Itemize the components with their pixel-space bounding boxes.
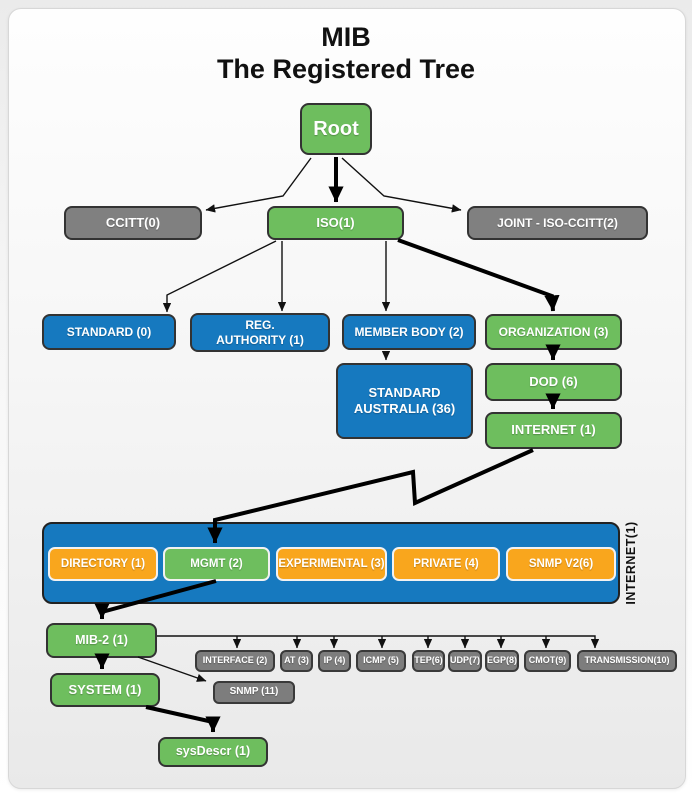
- node-icmp: ICMP (5): [356, 650, 406, 672]
- node-reg-authority: REG. AUTHORITY (1): [190, 313, 330, 352]
- node-experimental: EXPERIMENTAL (3): [276, 547, 387, 581]
- node-private: PRIVATE (4): [392, 547, 500, 581]
- node-internet: INTERNET (1): [485, 412, 622, 449]
- node-joint-iso-ccitt: JOINT - ISO-CCITT(2): [467, 206, 648, 240]
- node-sysdescr: sysDescr (1): [158, 737, 268, 767]
- title-line-1: MIB: [321, 22, 371, 52]
- node-at: AT (3): [280, 650, 313, 672]
- diagram-title: MIB The Registered Tree: [0, 22, 692, 85]
- node-standard-australia: STANDARD AUSTRALIA (36): [336, 363, 473, 439]
- node-snmp-v2: SNMP V2(6): [506, 547, 616, 581]
- node-iso: ISO(1): [267, 206, 404, 240]
- node-mgmt: MGMT (2): [163, 547, 270, 581]
- node-system: SYSTEM (1): [50, 673, 160, 707]
- title-line-2: The Registered Tree: [216, 53, 476, 84]
- node-transmission: TRANSMISSION(10): [577, 650, 677, 672]
- node-mib2: MIB-2 (1): [46, 623, 157, 658]
- node-standard: STANDARD (0): [42, 314, 176, 350]
- node-interface: INTERFACE (2): [195, 650, 275, 672]
- node-root: Root: [300, 103, 372, 155]
- node-member-body: MEMBER BODY (2): [342, 314, 476, 350]
- node-udp: UDP(7): [448, 650, 482, 672]
- node-ccitt: CCITT(0): [64, 206, 202, 240]
- node-tep: TEP(6): [412, 650, 445, 672]
- node-egp: EGP(8): [485, 650, 519, 672]
- node-organization: ORGANIZATION (3): [485, 314, 622, 350]
- internet-group-side-label: INTERNET(1): [624, 521, 638, 605]
- node-directory: DIRECTORY (1): [48, 547, 158, 581]
- node-snmp: SNMP (11): [213, 681, 295, 704]
- node-dod: DOD (6): [485, 363, 622, 401]
- node-ip: IP (4): [318, 650, 351, 672]
- node-cmot: CMOT(9): [524, 650, 571, 672]
